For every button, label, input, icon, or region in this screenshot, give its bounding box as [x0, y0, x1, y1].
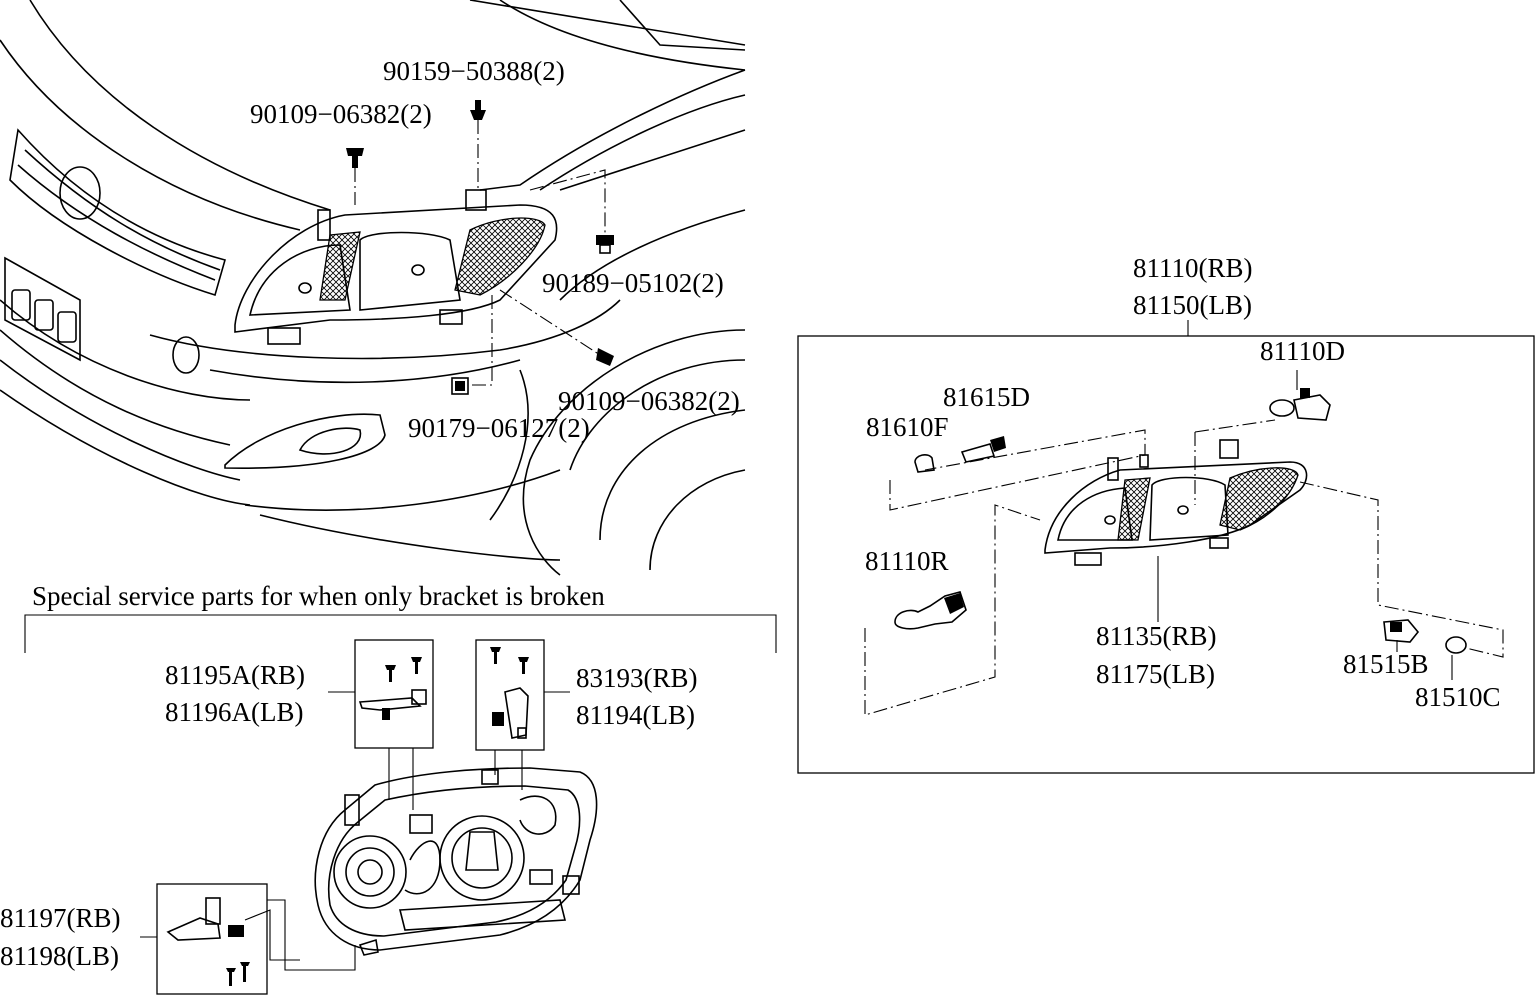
label-bracket-a-lb: 81196A(LB) [165, 697, 303, 727]
bulb-81110r-icon [894, 591, 967, 630]
socket-81515b-icon [1383, 619, 1420, 643]
car-front-illustration [0, 0, 746, 576]
label-bracket-b-rb: 83193(RB) [576, 663, 698, 693]
socket-81615d-icon [960, 436, 1006, 463]
label-bracket-a-rb: 81195A(RB) [165, 660, 305, 690]
headlamp-unit-drawing [1044, 439, 1308, 566]
label-bulb-f: 81610F [866, 412, 949, 442]
screw-icon [346, 148, 364, 168]
label-clip-top: 90159−50388(2) [383, 56, 565, 86]
screw-icon [596, 348, 614, 366]
label-socket-d: 81615D [943, 382, 1030, 412]
label-bracket-c-lb: 81198(LB) [0, 941, 119, 971]
bracket-81195a-icon [358, 657, 427, 720]
headlamp-assembly-box: 81110(RB) 81150(LB) [797, 253, 1535, 774]
label-screw-right: 90109−06382(2) [558, 386, 740, 416]
label-socket-b: 81515B [1343, 649, 1429, 679]
service-parts-section: Special service parts for when only brac… [0, 581, 777, 995]
clip-icon [451, 377, 469, 395]
label-clip-bottom: 90179−06127(2) [408, 413, 590, 443]
bracket-81197-icon [166, 897, 250, 986]
clip-icon [470, 100, 486, 120]
headlamp-rear-view [314, 767, 598, 956]
bracket-83193-icon [490, 647, 529, 739]
label-bracket-c-rb: 81197(RB) [0, 903, 121, 933]
label-assembly-rb: 81110(RB) [1133, 253, 1253, 283]
label-unit-lb: 81175(LB) [1096, 659, 1215, 689]
label-nut-right: 90189−05102(2) [542, 268, 724, 298]
bulb-81510c-icon [1445, 636, 1467, 654]
label-screw-top: 90109−06382(2) [250, 99, 432, 129]
label-bulb-d: 81110D [1260, 336, 1345, 366]
label-unit-rb: 81135(RB) [1096, 621, 1217, 651]
bulb-81110d-icon [1269, 388, 1331, 421]
service-caption: Special service parts for when only brac… [32, 581, 605, 611]
label-assembly-lb: 81150(LB) [1133, 290, 1252, 320]
label-bulb-r: 81110R [865, 546, 949, 576]
label-bracket-b-lb: 81194(LB) [576, 700, 695, 730]
label-bulb-c: 81510C [1415, 682, 1501, 712]
